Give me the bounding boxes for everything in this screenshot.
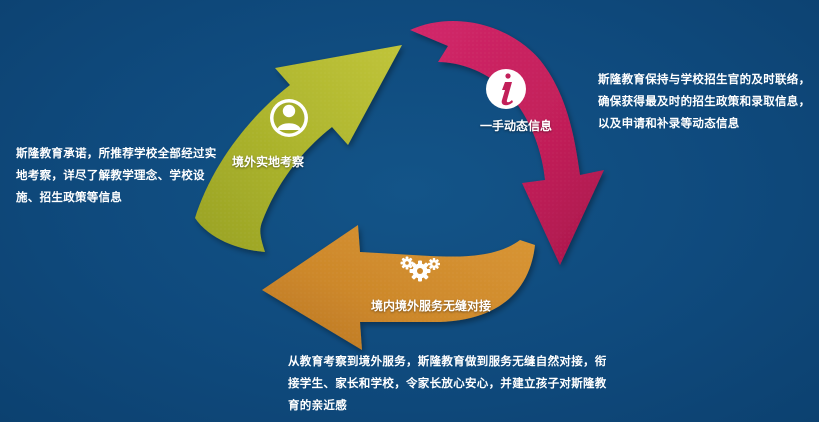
info-arrow <box>410 21 604 265</box>
info-description: 斯隆教育保持与学校招生官的及时联络，确保获得最及时的招生政策和录取信息，以及申请… <box>598 72 811 130</box>
visit-arrow <box>195 45 402 252</box>
visit-stage-label: 境外实地考察 <box>232 155 305 169</box>
service-stage-label: 境内境外服务无缝对接 <box>371 299 492 313</box>
info-stage-label: 一手动态信息 <box>480 119 553 133</box>
service-description: 从教育考察到境外服务，斯隆教育做到服务无缝自然对接，衔接学生、家长和学校，令家长… <box>288 354 607 412</box>
visit-description: 斯隆教育承诺，所推荐学校全部经过实地考察，详尽了解教学理念、学校设施、招生政策等… <box>16 146 217 204</box>
gears-icon <box>400 256 440 282</box>
info-icon <box>486 69 526 109</box>
service-arrow <box>262 225 535 350</box>
person-icon <box>270 99 308 137</box>
